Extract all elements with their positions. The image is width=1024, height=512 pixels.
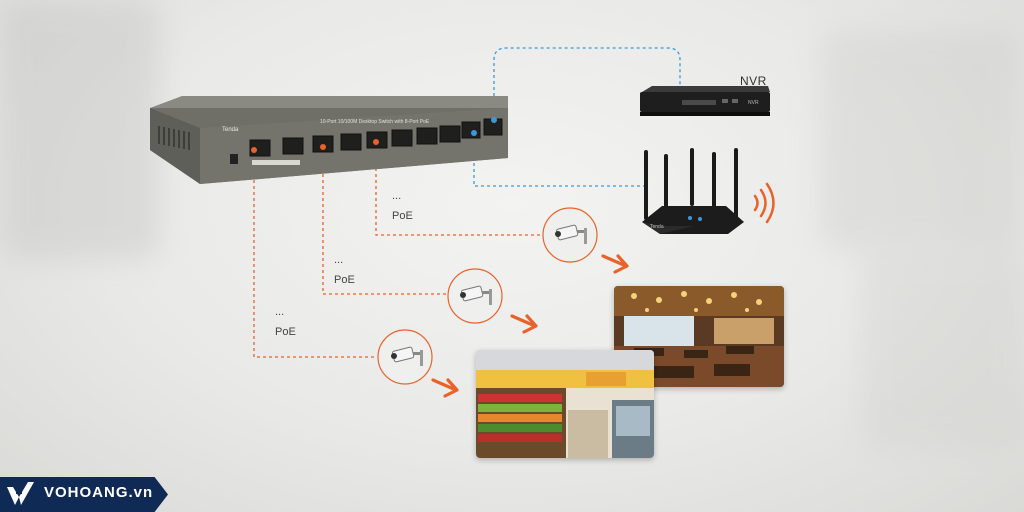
arrow-icons bbox=[431, 254, 629, 398]
switch-model-label: 10-Port 10/100M Desktop Switch with 8-Po… bbox=[320, 119, 430, 125]
arrow-right-icon bbox=[431, 378, 459, 398]
background-blur bbox=[820, 30, 1020, 250]
arrow-right-icon bbox=[510, 314, 538, 334]
switch-brand-label: Tenda bbox=[222, 127, 239, 133]
poe-label: PoE bbox=[392, 210, 413, 222]
ellipsis-label: ... bbox=[275, 306, 285, 318]
poe-link-1 bbox=[253, 150, 376, 358]
brand-logo-text: VOHOANG.vn bbox=[44, 484, 154, 501]
camera-2 bbox=[447, 268, 503, 324]
switch-label-strip bbox=[252, 160, 300, 165]
camera-1 bbox=[377, 329, 433, 385]
ellipsis-label: ... bbox=[334, 254, 344, 266]
supermarket-photo bbox=[476, 350, 654, 458]
wifi-signal-icon bbox=[753, 182, 775, 224]
port-led bbox=[471, 130, 477, 136]
ellipsis-label: ... bbox=[392, 190, 402, 202]
poe-links bbox=[253, 150, 544, 358]
port-led bbox=[251, 147, 257, 153]
poe-switch: Tenda 10-Port 10/100M Desktop Switch wit… bbox=[150, 96, 508, 184]
poe-link-2 bbox=[322, 150, 448, 295]
nvr-device: NVR bbox=[640, 86, 770, 116]
port-led bbox=[491, 117, 497, 123]
background-blur bbox=[0, 0, 160, 260]
brand-logo-icon bbox=[7, 482, 34, 505]
port-led bbox=[373, 139, 379, 145]
svg-text:Tenda: Tenda bbox=[650, 224, 664, 230]
camera-3 bbox=[542, 207, 598, 263]
background-blur bbox=[860, 250, 1024, 450]
poe-label: PoE bbox=[334, 274, 355, 286]
nvr-label: NVR bbox=[740, 74, 767, 88]
poe-link-3 bbox=[375, 150, 544, 236]
port-led bbox=[320, 144, 326, 150]
poe-label: PoE bbox=[275, 326, 296, 338]
wifi-router: Tenda bbox=[642, 148, 744, 234]
switch-power-button bbox=[230, 154, 238, 164]
restaurant-photo bbox=[614, 286, 784, 387]
arrow-right-icon bbox=[601, 254, 629, 274]
svg-text:NVR: NVR bbox=[748, 100, 759, 106]
